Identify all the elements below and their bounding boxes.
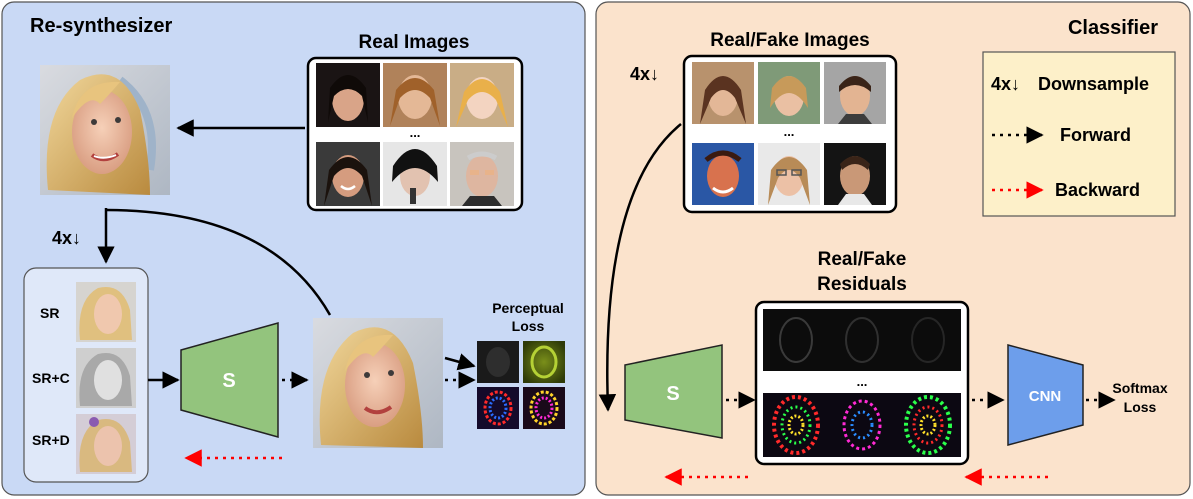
downsample-label-right: 4x↓	[630, 64, 659, 84]
source-face-image	[40, 65, 170, 195]
real-fake-image-5	[758, 143, 820, 205]
real-image-4	[316, 142, 380, 206]
real-fake-images-ellipsis: ...	[784, 124, 795, 139]
residual-row-real	[763, 309, 961, 371]
source-to-output-path	[105, 208, 332, 316]
sr-variant-label-2: SR+C	[32, 370, 70, 386]
legend-backward-label: Backward	[1055, 180, 1140, 200]
legend-forward-label: Forward	[1060, 125, 1131, 145]
cnn-module	[1007, 344, 1084, 446]
real-fake-image-4	[692, 143, 754, 205]
classifier-title: Classifier	[1068, 17, 1158, 39]
softmax-loss-label-line2: Loss	[1124, 399, 1157, 415]
softmax-loss-label-line1: Softmax	[1112, 380, 1167, 396]
real-image-3	[450, 63, 514, 127]
perceptual-loss-label-line2: Loss	[512, 318, 545, 334]
legend-downsample-label: Downsample	[1038, 74, 1149, 94]
perceptual-loss-feature-maps	[477, 341, 565, 429]
legend-box	[982, 51, 1176, 217]
residuals-label-line2: Residuals	[817, 274, 907, 295]
real-image-5	[383, 142, 447, 206]
real-images-ellipsis: ...	[410, 125, 421, 140]
output-to-loss-arrow-1	[444, 353, 476, 371]
sr-image-2	[76, 348, 136, 408]
residual-row-fake	[763, 393, 961, 457]
real-image-6	[450, 142, 514, 206]
real-fake-image-2	[758, 62, 820, 124]
sr-image-1	[76, 282, 136, 342]
residuals-label-line1: Real/Fake	[818, 249, 907, 270]
residuals-ellipsis: ...	[857, 374, 868, 389]
legend-downsample-symbol: 4x↓	[991, 74, 1020, 94]
real-fake-image-6	[824, 143, 886, 205]
perceptual-loss-label-line1: Perceptual	[492, 300, 564, 316]
sr-variant-label-1: SR	[40, 305, 59, 321]
resynthesizer-title: Re-synthesizer	[30, 15, 172, 37]
real-images-label: Real Images	[359, 32, 470, 53]
real-fake-image-1	[692, 62, 754, 124]
real-fake-images-label: Real/Fake Images	[710, 30, 869, 51]
sr-image-3	[76, 414, 136, 474]
resynthesized-face-image	[313, 318, 443, 448]
images-to-resynthesizer-arrow	[598, 123, 682, 412]
classifier-resynthesizer-module	[624, 344, 723, 439]
sr-variant-label-3: SR+D	[32, 432, 70, 448]
downsample-label-left: 4x↓	[52, 228, 81, 248]
real-image-2	[383, 63, 447, 127]
real-image-1	[316, 63, 380, 127]
classifier-resynthesizer-module-label: S	[666, 383, 679, 405]
resynthesizer-module-label: S	[222, 370, 235, 392]
resynthesizer-module	[180, 322, 279, 438]
real-fake-image-3	[824, 62, 886, 124]
cnn-module-label: CNN	[1029, 388, 1062, 405]
